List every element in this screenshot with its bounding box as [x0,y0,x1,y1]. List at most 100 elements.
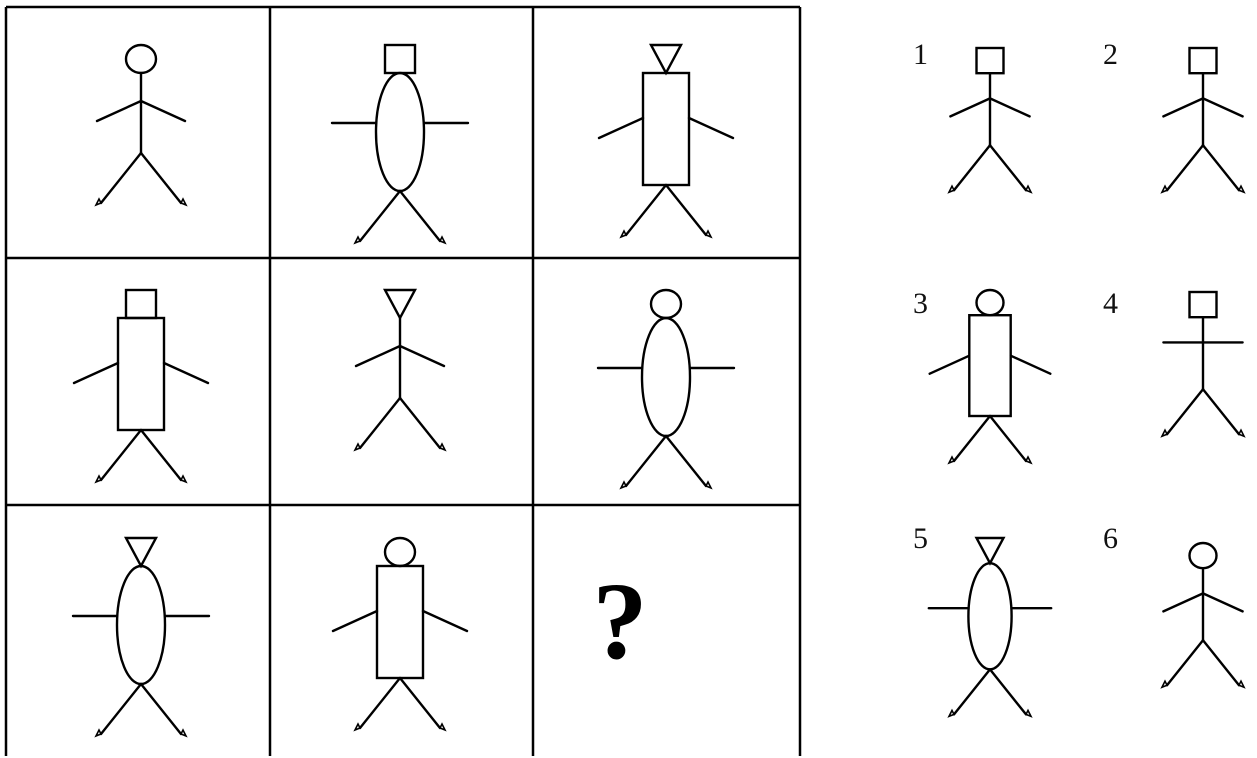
option-number: 3 [913,287,928,320]
right-foot [1239,430,1244,436]
right-leg [990,669,1026,714]
right-arm [689,118,733,138]
body-ellipse [968,563,1011,669]
right-leg [1203,640,1239,685]
left-foot [96,199,101,205]
right-leg [400,191,440,241]
left-arm [930,356,970,374]
right-leg [400,398,440,448]
head-square [126,290,156,318]
option-figure-1 [949,48,1031,192]
head-circle [651,290,681,318]
right-leg [666,185,706,235]
grid-figure-r2-c3 [598,290,734,488]
left-arm [950,98,990,116]
left-arm [74,363,118,383]
left-foot [949,186,954,192]
right-arm [141,101,185,121]
missing-cell-question-mark: ? [593,560,648,682]
head-square [1190,292,1217,317]
right-leg [1203,145,1239,190]
left-arm [333,611,377,631]
right-foot [1026,186,1031,192]
right-leg [990,416,1026,461]
grid-figure-r1-c2 [332,45,468,243]
body-ellipse [117,566,165,684]
grid-figure-r1-c1 [96,45,186,205]
left-arm [1163,593,1203,611]
option-figure-2 [1162,48,1244,192]
left-foot [949,710,954,716]
right-foot [440,724,445,730]
left-foot [355,724,360,730]
grid-figure-r3-c2 [333,538,467,730]
left-leg [954,145,990,190]
right-arm [1203,98,1243,116]
right-foot [706,482,711,488]
left-foot [355,237,360,243]
right-foot [1026,457,1031,463]
head-circle [126,45,156,73]
left-leg [360,191,400,241]
left-leg [101,153,141,203]
right-foot [181,476,186,482]
right-foot [706,231,711,237]
left-arm [97,101,141,121]
left-leg [360,398,400,448]
head-square [977,48,1004,73]
head-square [385,45,415,73]
grid-figure-r1-c3 [599,45,733,237]
left-leg [1167,145,1203,190]
right-arm [164,363,208,383]
left-leg [954,416,990,461]
body-ellipse [642,318,690,436]
right-foot [1239,186,1244,192]
right-arm [423,611,467,631]
head-triangle [385,290,415,318]
right-foot [440,444,445,450]
right-leg [141,153,181,203]
right-leg [666,436,706,486]
left-arm [1163,98,1203,116]
left-foot [96,730,101,736]
head-circle [385,538,415,566]
right-arm [1011,356,1051,374]
left-foot [1162,681,1167,687]
right-arm [990,98,1030,116]
left-foot [949,457,954,463]
option-figure-3 [930,290,1051,463]
right-foot [1239,681,1244,687]
left-foot [1162,430,1167,436]
puzzle-grid [6,7,800,756]
right-leg [141,684,181,734]
right-arm [1203,593,1243,611]
head-square [1190,48,1217,73]
right-arm [400,346,444,366]
left-foot [96,476,101,482]
left-foot [621,482,626,488]
grid-figure-r3-c1 [73,538,209,736]
right-leg [141,430,181,480]
head-triangle [651,45,681,73]
left-leg [954,669,990,714]
option-number: 2 [1103,38,1118,71]
right-leg [990,145,1026,190]
body-rectangle [118,318,164,430]
body-rectangle [377,566,423,678]
head-triangle [126,538,156,566]
right-foot [181,730,186,736]
right-leg [400,678,440,728]
left-leg [101,684,141,734]
head-circle [977,290,1004,315]
right-foot [1026,710,1031,716]
grid-figure-r2-c2 [355,290,445,450]
left-leg [1167,640,1203,685]
left-arm [356,346,400,366]
left-leg [1167,389,1203,434]
option-figure-4 [1162,292,1244,436]
body-ellipse [376,73,424,191]
option-number: 4 [1103,287,1118,320]
left-leg [360,678,400,728]
grid-figure-r2-c1 [74,290,208,482]
right-foot [181,199,186,205]
